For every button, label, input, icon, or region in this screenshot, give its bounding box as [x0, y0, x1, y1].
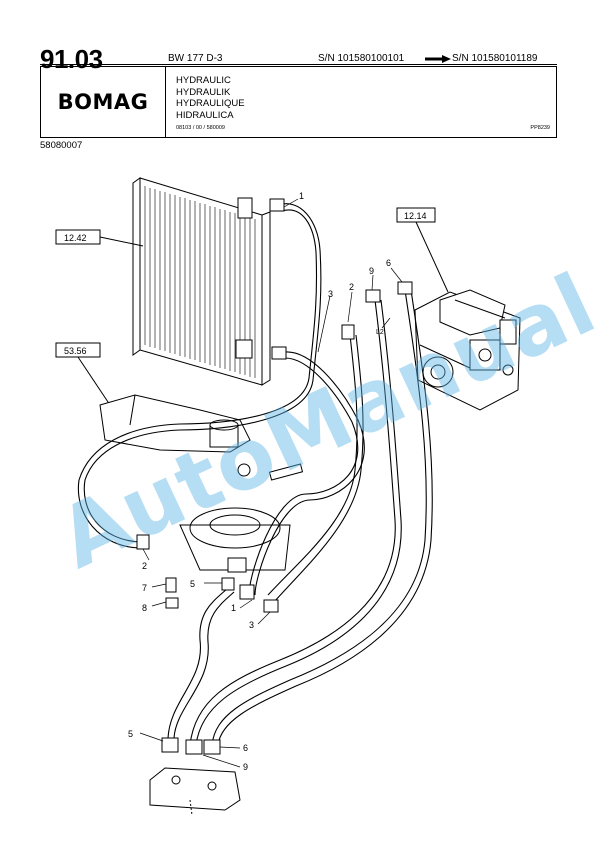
ref-cooler-label: 12.42	[64, 233, 87, 243]
section-titles: HYDRAULIC HYDRAULIK HYDRAULIQUE HIDRAULI…	[176, 75, 245, 121]
title-block: BOMAG HYDRAULIC HYDRAULIK HYDRAULIQUE HI…	[40, 66, 557, 138]
ref-pump-label: 12.14	[404, 211, 427, 221]
ref-tank-label: 53.56	[64, 346, 87, 356]
oil-cooler-drawing	[132, 177, 271, 386]
hydraulic-hoses	[77, 203, 433, 746]
callout-7: 7	[142, 583, 147, 593]
hose-fittings	[136, 198, 413, 755]
serial-from: S/N 101580100101	[318, 53, 405, 64]
brand-logo: BOMAG	[41, 67, 166, 137]
callout-8: 8	[142, 603, 147, 613]
callout-9-top: 9	[369, 266, 374, 276]
callout-2-left: 2	[142, 561, 147, 571]
document-ref: PP8239	[530, 125, 550, 131]
callout-l2: L2	[376, 329, 384, 336]
hydraulic-exploded-drawing: 12.42 12.14 53.56 1 3 2 9 6 L2 2 7 8 5 1…	[55, 177, 521, 816]
model-label: BW 177 D-3	[168, 53, 223, 64]
title-en: HYDRAULIC	[176, 75, 231, 86]
page-number: 91.03	[40, 44, 103, 74]
motor-block-drawing	[149, 767, 241, 816]
part-code: 58080007	[40, 140, 83, 151]
hydraulic-pump-drawing	[414, 289, 521, 411]
callout-6-top: 6	[386, 258, 391, 268]
title-es: HIDRAULICA	[176, 109, 234, 121]
callout-6-bottom: 6	[243, 743, 248, 753]
document-code: 08103 / 00 / 580009	[176, 125, 225, 131]
title-de: HYDRAULIK	[176, 86, 231, 98]
header-rule	[40, 64, 557, 65]
arrow-right-icon	[425, 55, 451, 63]
callout-2-top: 2	[349, 282, 354, 292]
title-fr: HYDRAULIQUE	[176, 98, 245, 109]
brand-logo-text: BOMAG	[57, 90, 149, 114]
callout-3-top: 3	[328, 289, 333, 299]
callout-1-mid: 1	[231, 603, 236, 613]
hydraulic-tank-drawing	[99, 394, 304, 481]
filter-assembly-drawing	[179, 463, 291, 573]
callout-1-top: 1	[299, 191, 304, 201]
callout-3-mid: 3	[249, 620, 254, 630]
callout-9-bottom: 9	[243, 762, 248, 772]
callout-5-mid: 5	[190, 579, 195, 589]
callout-5-bottom: 5	[128, 729, 133, 739]
serial-to: S/N 101580101189	[452, 53, 538, 64]
